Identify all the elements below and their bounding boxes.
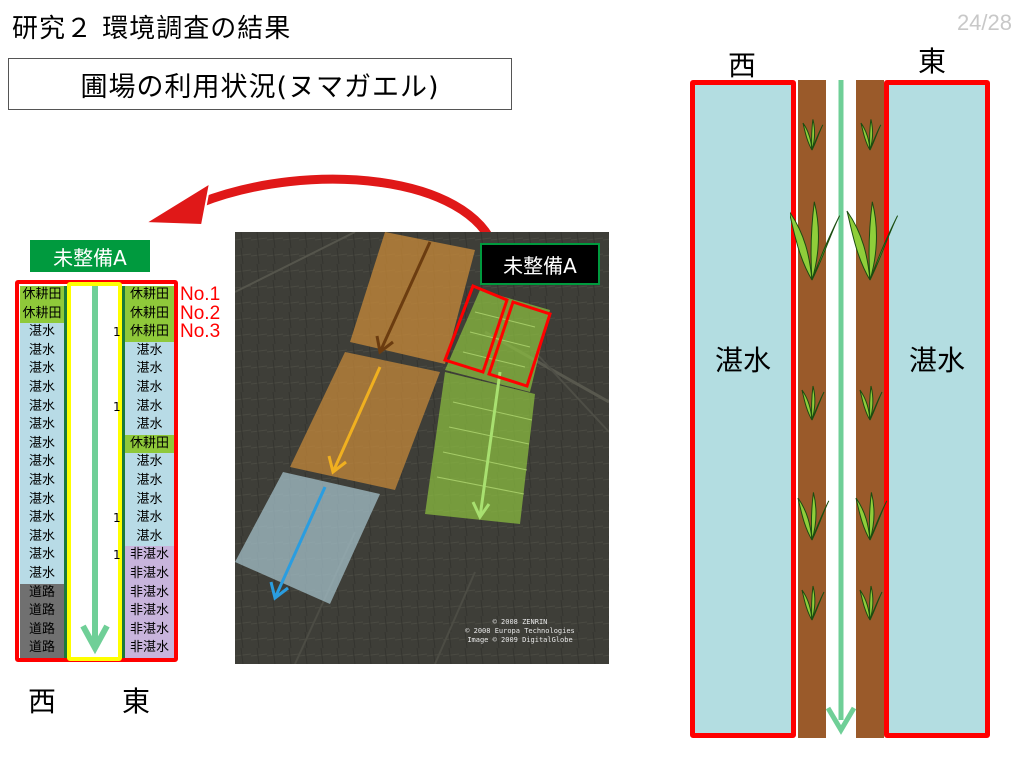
- schematic-west-label: 西: [728, 49, 757, 82]
- credit-line-1: © 2008 ZENRIN: [492, 618, 548, 626]
- east-cell: 湛水: [122, 379, 174, 398]
- left-field-label: 湛水: [714, 344, 771, 377]
- plant-icon: [801, 585, 825, 621]
- east-cell: 非湛水: [122, 565, 174, 584]
- count-value: 1: [113, 399, 121, 414]
- count-value: 1: [113, 325, 121, 340]
- row-number-label: No.1: [180, 284, 221, 305]
- west-cell: 休耕田: [20, 286, 67, 305]
- plant-icon: [846, 201, 899, 281]
- east-cell: 休耕田: [122, 304, 174, 324]
- slide-title: 研究２ 環境調査の結果: [12, 14, 292, 44]
- flow-arrow-icon: [80, 286, 110, 655]
- west-cell: 道路: [20, 602, 67, 621]
- west-cell: 道路: [20, 620, 67, 640]
- east-cell: 湛水: [122, 341, 174, 361]
- east-cell: 湛水: [122, 453, 174, 472]
- photo-credit: © 2008 ZENRIN © 2008 Europa Technologies…: [440, 618, 600, 645]
- count-value: 1: [113, 511, 121, 526]
- page-indicator: 24/28: [956, 10, 1012, 35]
- west-cell: 湛水: [20, 509, 67, 528]
- west-cell: 湛水: [20, 323, 67, 342]
- photo-label: 未整備A: [480, 243, 600, 285]
- east-cell: 非湛水: [122, 639, 174, 658]
- east-cell: 休耕田: [122, 434, 174, 454]
- plant-group: [790, 119, 899, 621]
- plant-icon: [797, 492, 830, 541]
- table-west-label: 西: [28, 685, 57, 718]
- count-value: 1: [113, 548, 121, 563]
- table-label: 未整備A: [30, 240, 150, 272]
- credit-line-3: Image © 2009 DigitalGlobe: [467, 636, 573, 644]
- row-number-label: No.2: [180, 302, 221, 324]
- west-cell: 湛水: [20, 527, 67, 547]
- west-cell: 湛水: [20, 397, 67, 417]
- aerial-photo-drawing: [235, 232, 609, 664]
- west-cell: 道路: [20, 639, 67, 658]
- east-cell: 湛水: [122, 416, 174, 435]
- east-cell: 非湛水: [122, 583, 174, 603]
- subtitle-box: 圃場の利用状況(ヌマガエル): [8, 58, 512, 110]
- plant-icon: [859, 585, 883, 621]
- plant-icon: [860, 119, 882, 151]
- east-cell: 非湛水: [122, 602, 174, 621]
- plant-icon: [790, 201, 841, 281]
- row-number-label: No.3: [180, 321, 221, 343]
- west-cell: 休耕田: [20, 304, 67, 324]
- west-cell: 湛水: [20, 379, 67, 398]
- east-cell: 休耕田: [122, 286, 174, 305]
- east-cell: 非湛水: [122, 546, 174, 565]
- east-cell: 非湛水: [122, 620, 174, 640]
- east-cell: 湛水: [122, 472, 174, 491]
- west-cell: 湛水: [20, 434, 67, 454]
- west-cell: 湛水: [20, 360, 67, 379]
- west-cell: 道路: [20, 583, 67, 603]
- east-cell: 湛水: [122, 360, 174, 379]
- west-cell: 湛水: [20, 453, 67, 472]
- east-cell: 湛水: [122, 490, 174, 510]
- curved-arrow: [141, 172, 500, 253]
- schematic-drawing: [790, 80, 899, 735]
- schematic-east-label: 東: [918, 45, 947, 78]
- east-cell: 湛水: [122, 509, 174, 528]
- plant-icon: [801, 385, 825, 421]
- east-cell: 湛水: [122, 397, 174, 417]
- west-cell: 湛水: [20, 341, 67, 361]
- east-cell: 休耕田: [122, 323, 174, 342]
- left-flooded-field: 湛水: [690, 80, 796, 738]
- right-flooded-field: 湛水: [884, 80, 990, 738]
- west-cell: 湛水: [20, 546, 67, 565]
- plant-icon: [855, 492, 888, 541]
- east-cell: 湛水: [122, 527, 174, 547]
- plant-icon: [859, 385, 883, 421]
- west-cell: 湛水: [20, 472, 67, 491]
- right-field-label: 湛水: [908, 344, 965, 377]
- credit-line-2: © 2008 Europa Technologies: [465, 627, 575, 635]
- west-cell: 湛水: [20, 565, 67, 584]
- table-east-label: 東: [122, 685, 151, 718]
- west-cell: 湛水: [20, 416, 67, 435]
- west-cell: 湛水: [20, 490, 67, 510]
- subtitle-text: 圃場の利用状況(ヌマガエル): [80, 71, 440, 103]
- plant-icon: [802, 119, 824, 151]
- aerial-photo: © 2008 ZENRIN © 2008 Europa Technologies…: [235, 232, 609, 664]
